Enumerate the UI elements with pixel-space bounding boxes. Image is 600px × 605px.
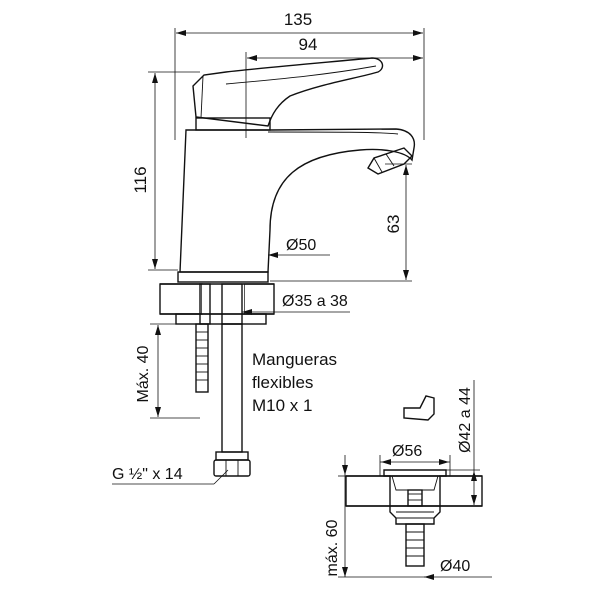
flexible-hose	[213, 323, 251, 477]
dim-spout-height: 63	[270, 163, 412, 282]
hoses-line-3: M10 x 1	[252, 396, 312, 415]
dim-56-label: Ø56	[392, 443, 422, 460]
dim-drain-range: Ø42 a 44	[446, 380, 480, 507]
drain-flange	[383, 469, 447, 477]
dim-drain-depth: máx. 60	[324, 455, 430, 578]
threaded-stud	[195, 323, 209, 393]
dim-max-below: Máx. 40	[135, 323, 200, 419]
hoses-line-2: flexibles	[252, 373, 313, 392]
faucet-body	[179, 128, 416, 273]
thread-text: G ½" x 14	[112, 466, 183, 483]
dim-hole-label: Ø35 a 38	[282, 293, 348, 310]
faucet-base	[177, 271, 269, 283]
basin-section	[345, 475, 483, 507]
dim-135-label: 135	[284, 10, 312, 29]
dim-max60-label: máx. 60	[324, 519, 341, 576]
dim-total-height: 116	[131, 71, 200, 271]
hoses-label: Mangueras flexibles M10 x 1	[252, 350, 337, 415]
faucet-view: 135 94 116 63	[112, 10, 425, 485]
lever-handle	[192, 57, 384, 127]
drain-view: Ø42 a 44 Ø56	[324, 380, 492, 580]
popup-knob	[403, 395, 435, 421]
dim-overall-width: 135	[174, 10, 425, 140]
dim-50-label: Ø50	[286, 237, 316, 254]
countertop-section	[159, 283, 275, 315]
dim-max40-label: Máx. 40	[135, 345, 152, 402]
dim-drain-bottom: Ø40	[424, 558, 492, 580]
dim-drain-range-label: Ø42 a 44	[457, 387, 474, 453]
dim-drain-top: Ø56	[379, 443, 451, 476]
fixing-plate	[175, 313, 267, 325]
dim-body-width: 94	[245, 35, 423, 138]
dim-base-diameter: Ø50	[268, 237, 330, 258]
dim-63-label: 63	[384, 215, 403, 234]
drain-body	[389, 505, 441, 525]
drain-tailpiece	[405, 523, 425, 567]
cartridge-cap	[195, 117, 271, 131]
dim-40-label: Ø40	[440, 558, 470, 575]
dim-hole-range: Ø35 a 38	[242, 293, 350, 315]
dim-94-label: 94	[299, 35, 318, 54]
thread-label: G ½" x 14	[112, 466, 229, 485]
hoses-line-1: Mangueras	[252, 350, 337, 369]
dim-116-label: 116	[131, 166, 150, 193]
